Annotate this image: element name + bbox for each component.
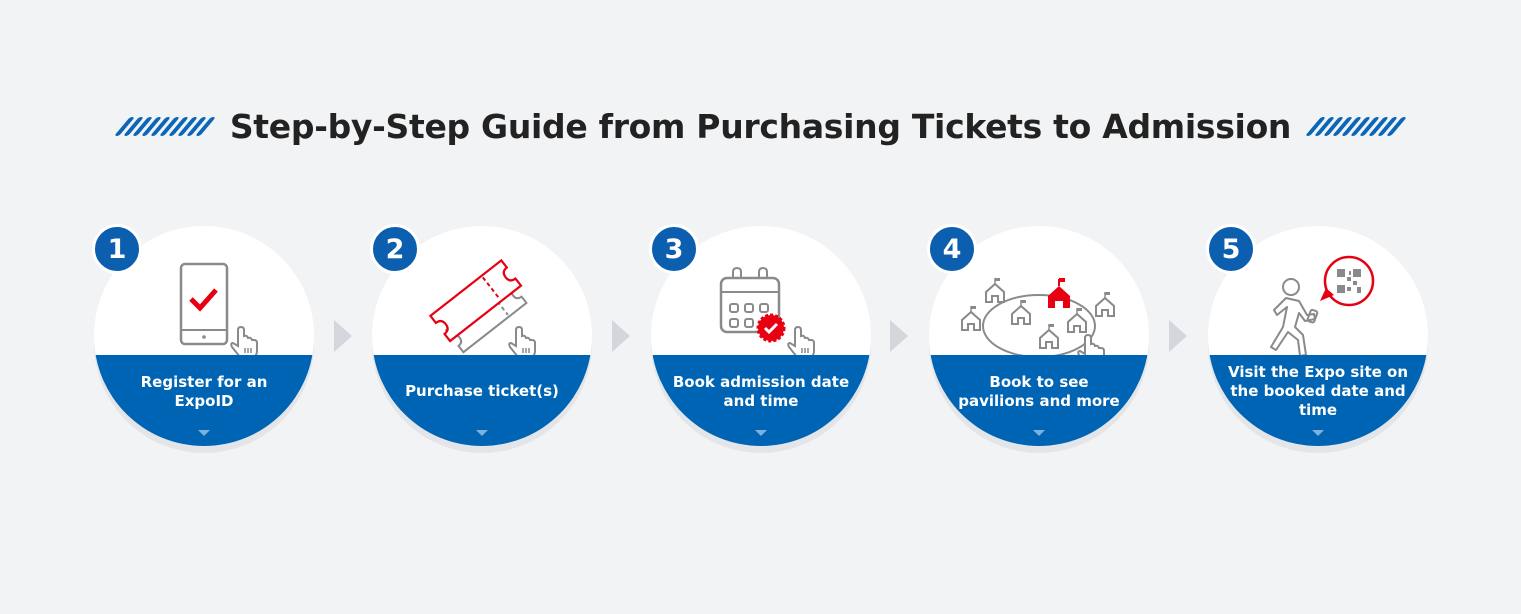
step-number-badge: 1 [92, 224, 142, 274]
smartphone-check-icon [179, 262, 258, 358]
step-2[interactable]: Purchase ticket(s) 2 [370, 224, 592, 446]
step-5[interactable]: Visit the Expo site on the booked date a… [1206, 224, 1428, 446]
calendar-check-icon [719, 266, 815, 358]
step-label: Visit the Expo site on the booked date a… [1228, 363, 1408, 419]
arrow-right-icon [1169, 320, 1187, 352]
step-label: Book admission date and time [672, 372, 850, 410]
step-number-badge: 2 [370, 224, 420, 274]
step-number-badge: 3 [649, 224, 699, 274]
chevron-down-icon[interactable] [1312, 430, 1324, 436]
step-circle: Purchase ticket(s) [372, 226, 592, 446]
page-title: Step-by-Step Guide from Purchasing Ticke… [229, 106, 1292, 146]
arrow-right-icon [612, 320, 630, 352]
stripes-decoration-left [113, 116, 216, 136]
step-label: Book to see pavilions and more [958, 372, 1120, 410]
header: Step-by-Step Guide from Purchasing Ticke… [0, 100, 1521, 152]
step-4[interactable]: Book to see pavilions and more 4 [927, 224, 1149, 446]
arrow-right-icon [890, 320, 908, 352]
step-circle: Book to see pavilions and more [929, 226, 1149, 446]
walking-person-qr-icon [1270, 255, 1375, 357]
chevron-down-icon[interactable] [476, 430, 488, 436]
arrow-right-icon [334, 320, 352, 352]
step-number-badge: 5 [1206, 224, 1256, 274]
step-3[interactable]: Book admission date and time 3 [649, 224, 871, 446]
stripes-decoration-right [1305, 116, 1408, 136]
chevron-down-icon[interactable] [1033, 430, 1045, 436]
step-1[interactable]: Register for an ExpoID 1 [92, 224, 314, 446]
chevron-down-icon[interactable] [755, 430, 767, 436]
step-label: Purchase ticket(s) [405, 382, 559, 400]
step-label: Register for an ExpoID [140, 372, 268, 410]
chevron-down-icon[interactable] [198, 430, 210, 436]
step-number-badge: 4 [927, 224, 977, 274]
step-circle: Register for an ExpoID [94, 226, 314, 446]
